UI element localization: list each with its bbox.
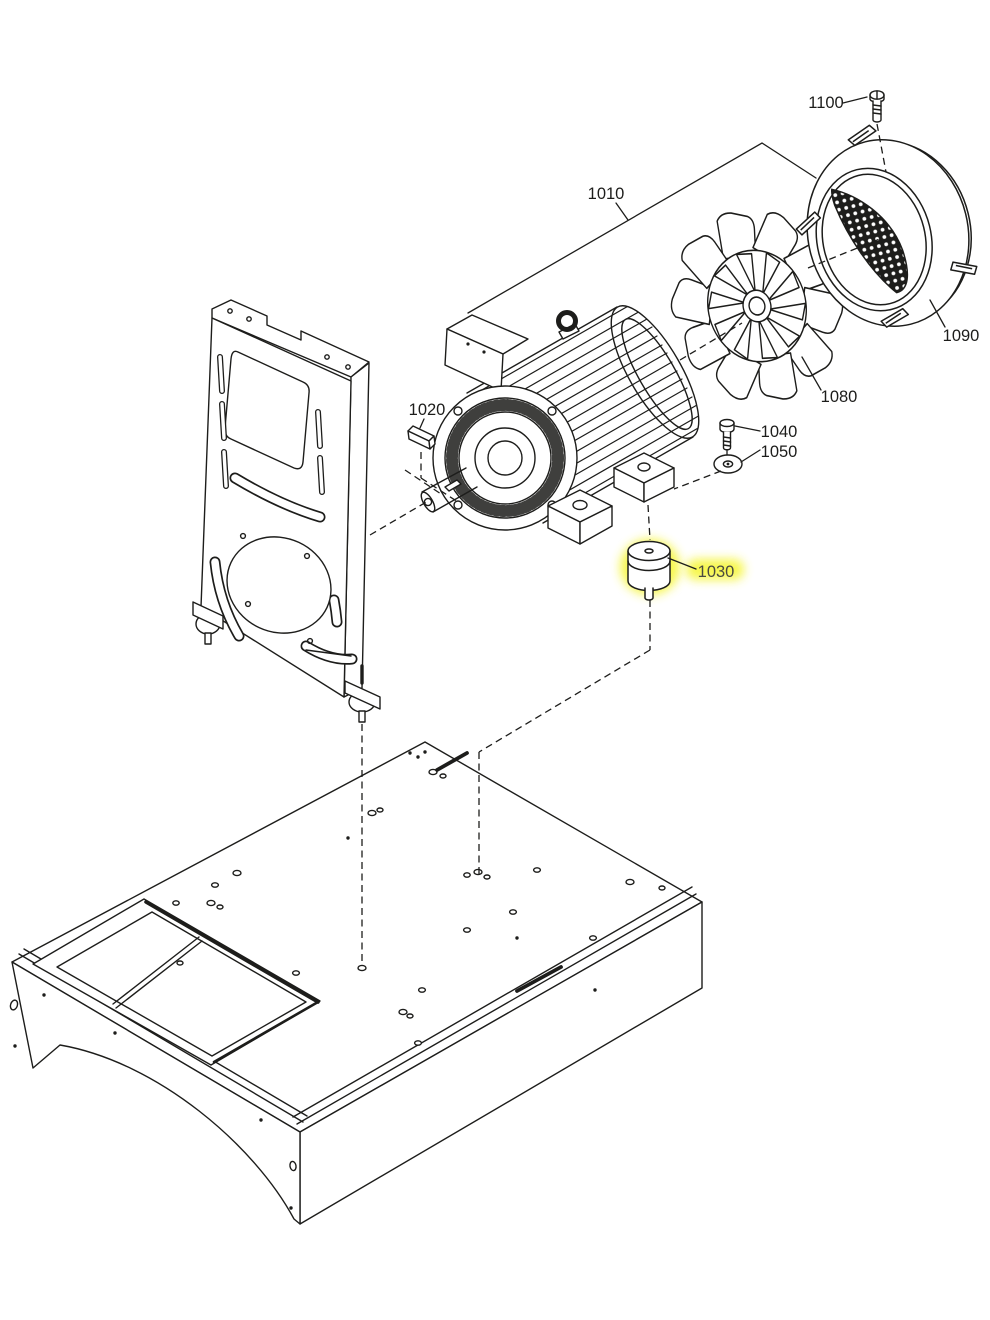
motor <box>420 305 700 545</box>
motor-front-flange <box>432 385 578 531</box>
part-label-1080[interactable]: 1080 <box>821 388 858 406</box>
base-top-dots <box>346 750 597 992</box>
motor-eye-bolt <box>556 310 580 340</box>
plate-slots <box>217 354 325 495</box>
fan-impeller <box>670 206 844 406</box>
plate-small-holes <box>239 532 314 645</box>
part-label-1090[interactable]: 1090 <box>943 327 980 345</box>
leader-1010-bracket <box>467 142 817 314</box>
mounting-plate <box>192 299 381 723</box>
rubber-vibration-mount[interactable] <box>627 540 671 601</box>
motor-terminal-box <box>444 314 529 392</box>
leader-1040 <box>734 425 761 432</box>
leader-1050 <box>740 449 761 463</box>
leader-1010 <box>615 202 629 221</box>
plate-foot-left <box>192 601 224 645</box>
base-left-face-arch <box>11 961 301 1225</box>
leader-1020 <box>419 418 425 429</box>
part-label-1040[interactable]: 1040 <box>761 423 798 441</box>
washer <box>713 454 743 474</box>
plate-top-holes <box>227 308 351 370</box>
motor-foot-front <box>547 489 613 545</box>
base-slots <box>435 751 563 993</box>
base-enclosure <box>9 741 703 1225</box>
fan-cover-mesh <box>830 188 909 294</box>
fan-hub <box>742 289 772 323</box>
shaft-key <box>407 425 436 450</box>
part-label-1050[interactable]: 1050 <box>761 443 798 461</box>
leader-1080 <box>801 356 822 391</box>
fan-cover-tabs <box>795 124 978 328</box>
plate-curved-slots <box>209 472 358 665</box>
base-recess-opening <box>32 898 321 1066</box>
part-label-1030[interactable]: 1030 <box>698 563 735 581</box>
fan-cover <box>795 124 978 328</box>
plate-rect-cutout <box>224 350 310 470</box>
plate-foot-right <box>344 664 381 723</box>
part-label-1010[interactable]: 1010 <box>588 185 625 203</box>
base-top-holes <box>172 768 666 1046</box>
plate-circle-cutout <box>226 536 332 634</box>
part-label-1100[interactable]: 1100 <box>808 94 843 112</box>
leader-1100 <box>842 96 868 104</box>
leader-1030 <box>667 557 697 570</box>
leader-lines <box>419 96 946 570</box>
bolt <box>719 418 735 451</box>
motor-shaft-keyway <box>444 479 462 492</box>
leader-1090 <box>929 299 946 328</box>
highlight-glow-label <box>686 559 744 580</box>
part-label-1020[interactable]: 1020 <box>409 401 446 419</box>
screw <box>869 90 885 123</box>
motor-foot-rear <box>613 452 675 503</box>
assembly-dashed-lines <box>361 123 887 964</box>
base-side-details <box>9 993 297 1210</box>
